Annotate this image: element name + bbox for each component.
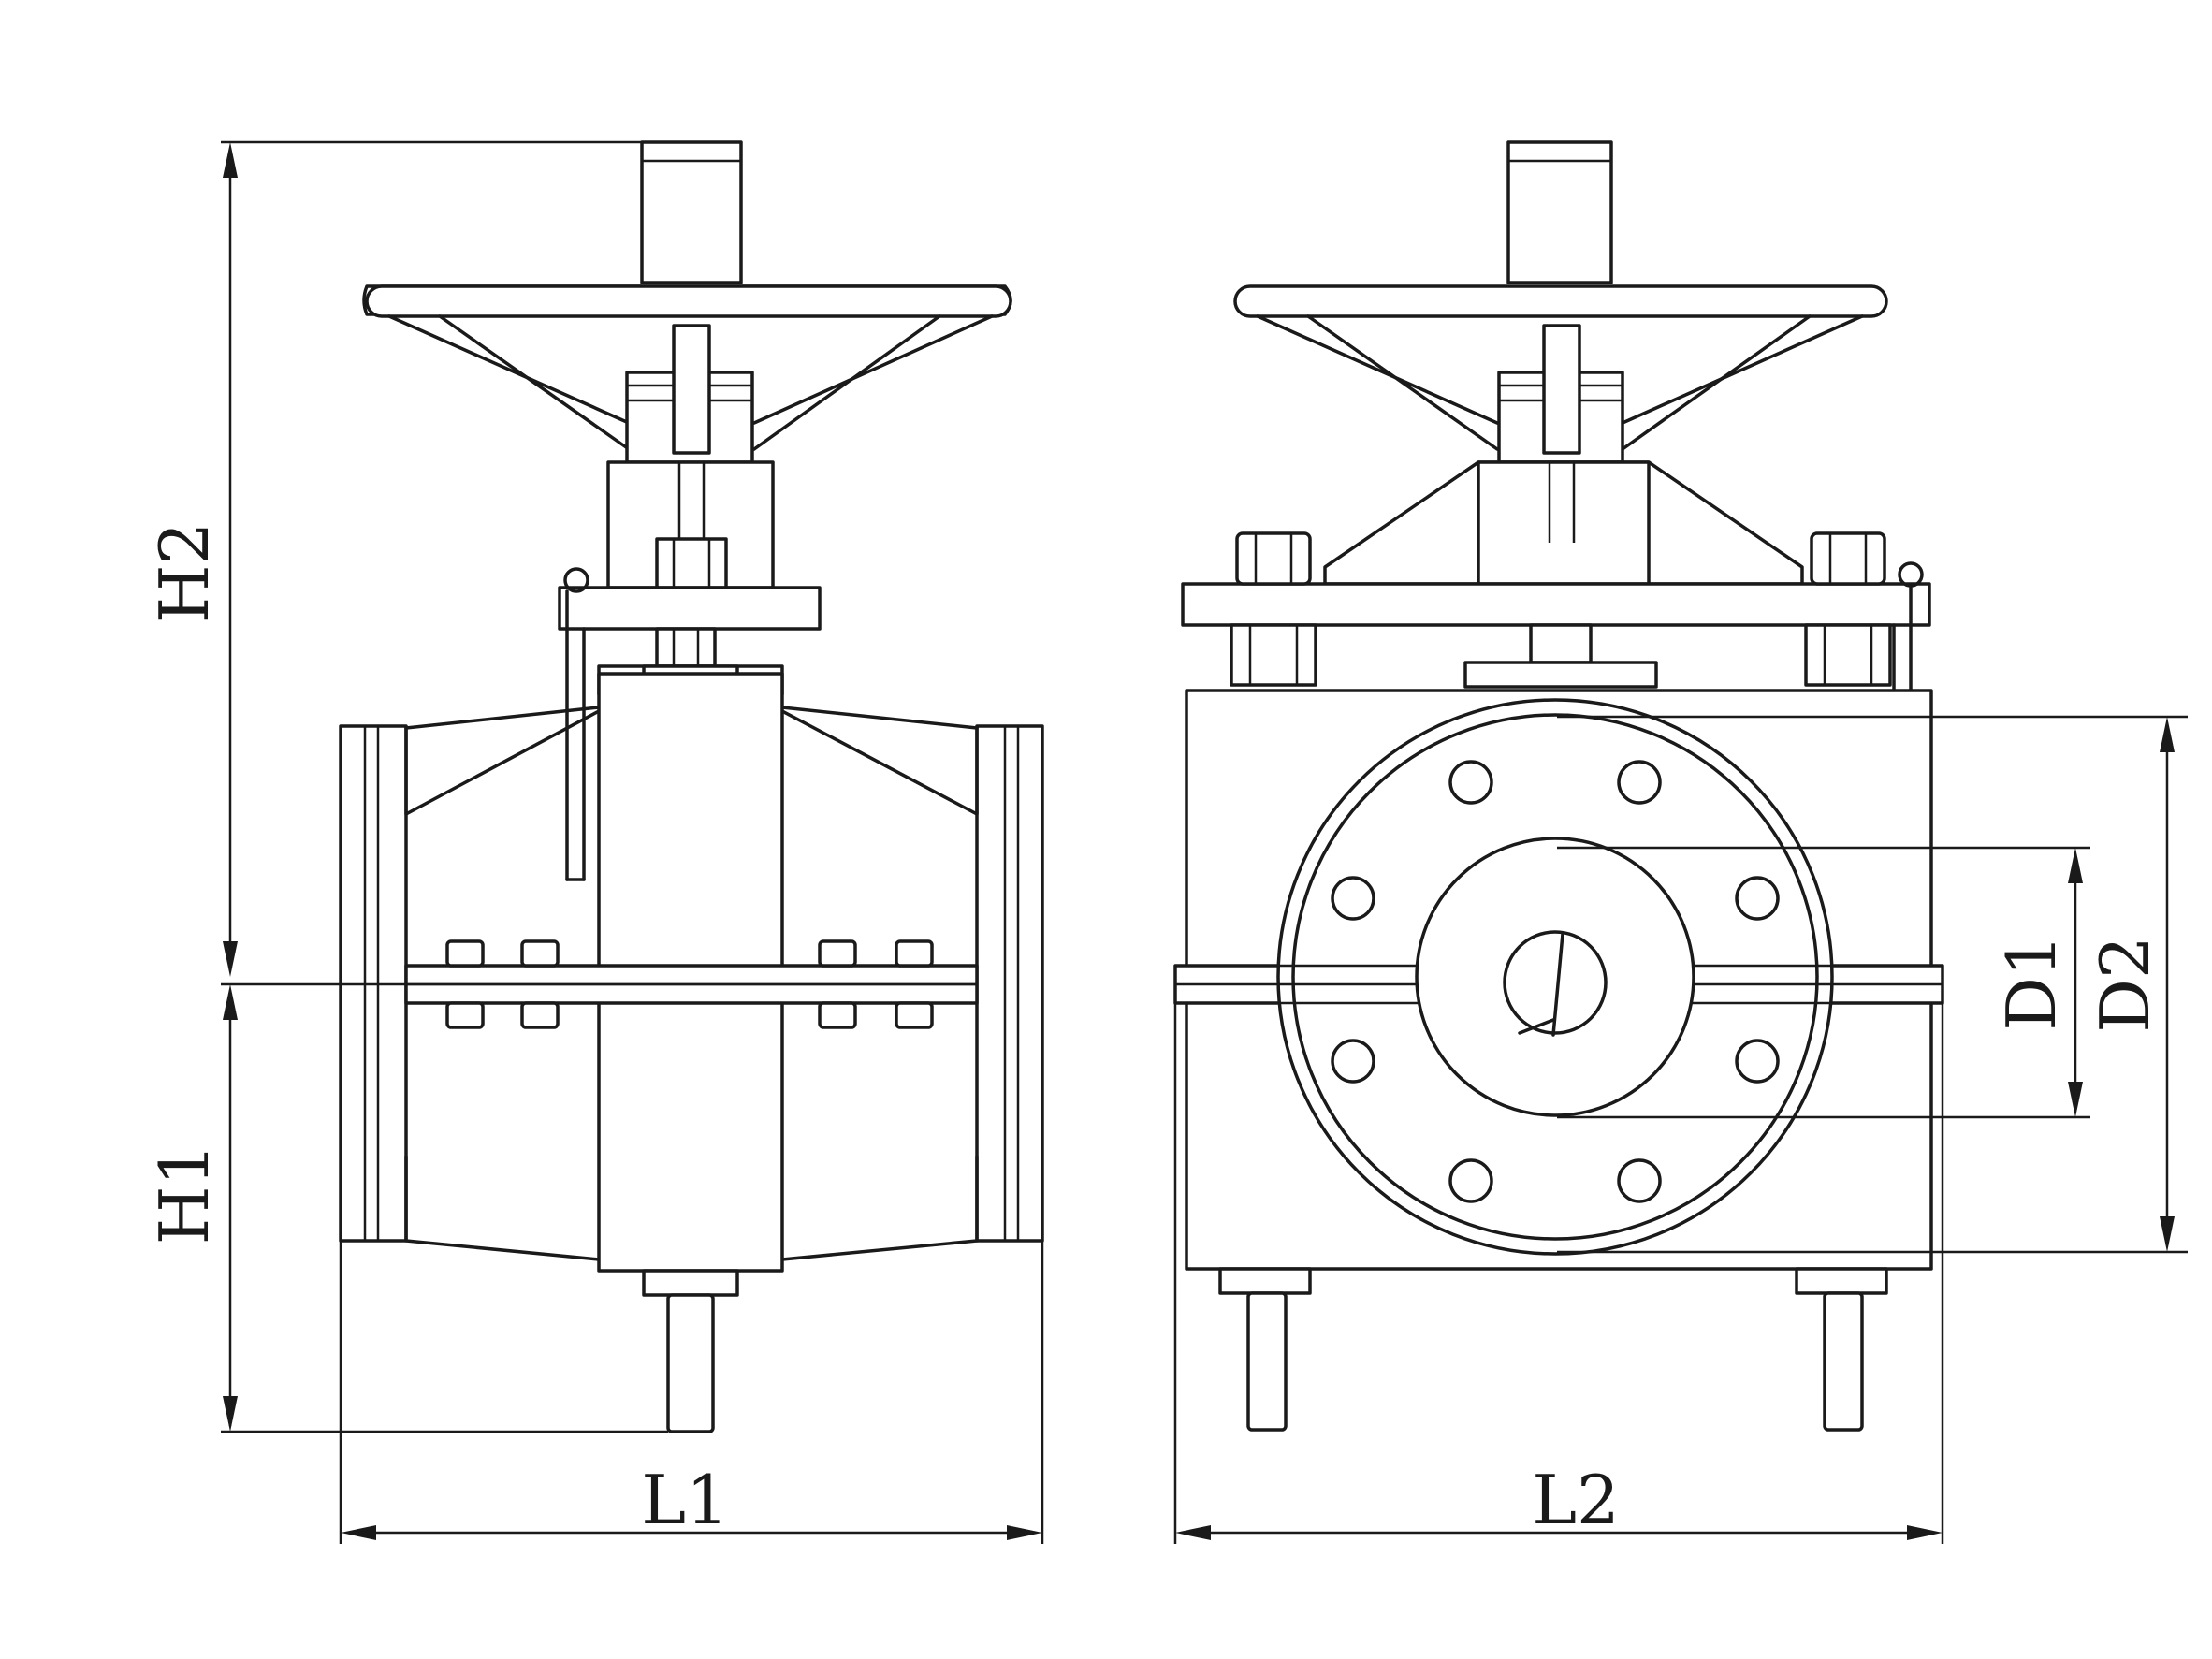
side-view: H2 H1 L1 xyxy=(145,140,1044,1544)
dimension-D2: D2 xyxy=(1557,715,2188,1254)
front-view: D2 D1 L2 xyxy=(1173,140,2188,1544)
front-yoke-bolts xyxy=(1230,531,1892,687)
dimension-L1: L1 xyxy=(339,1241,1044,1544)
front-yoke-plate xyxy=(1181,582,1931,627)
dimension-L2: L2 xyxy=(1173,977,1944,1544)
side-right-flange xyxy=(975,724,1044,1243)
side-lock-pin xyxy=(563,567,589,881)
label-D1: D1 xyxy=(1992,934,2071,1031)
front-bore xyxy=(1415,837,1695,1117)
front-bolt-holes xyxy=(1331,760,1780,1203)
dimension-H2: H2 xyxy=(145,140,642,977)
dimension-D1: D1 xyxy=(1557,846,2090,1119)
side-yoke-plate xyxy=(558,586,822,631)
label-D2: D2 xyxy=(2086,936,2164,1033)
front-gearbox xyxy=(1477,460,1651,586)
label-L2: L2 xyxy=(1532,1461,1620,1539)
front-plug-circle xyxy=(1503,930,1608,1035)
side-bottom-stub xyxy=(666,1293,715,1433)
front-handwheel xyxy=(1233,284,1888,451)
front-stem-top xyxy=(1506,140,1613,284)
label-H1: H1 xyxy=(145,1143,224,1245)
front-bottom-studs xyxy=(1218,1267,1888,1432)
label-L1: L1 xyxy=(641,1461,729,1539)
side-top-nut xyxy=(655,537,728,589)
dimension-H1: H1 xyxy=(145,984,668,1433)
side-stem-top xyxy=(640,140,743,284)
side-joint-bolts xyxy=(445,939,934,1029)
side-handwheel xyxy=(362,284,1012,451)
label-H2: H2 xyxy=(145,522,224,624)
